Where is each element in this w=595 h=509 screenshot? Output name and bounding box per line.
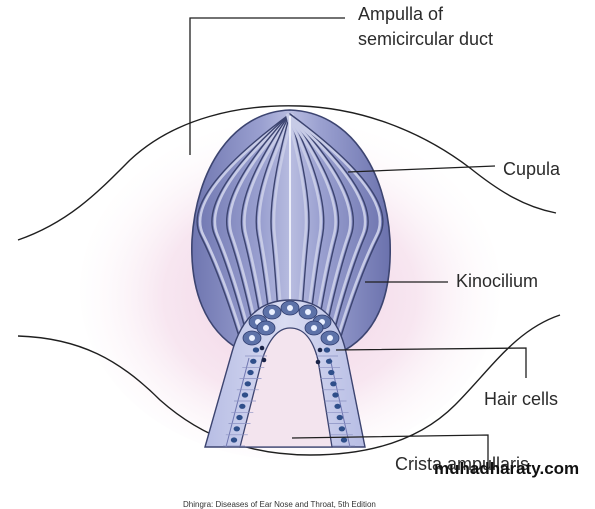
- cupula-fiber-highlight: [286, 112, 382, 346]
- cupula-fiber: [240, 113, 291, 346]
- cupula-fiber-highlight: [198, 112, 294, 346]
- supporting-cell-nucleus: [244, 381, 251, 387]
- cupula-fiber: [289, 113, 355, 346]
- supporting-cell-nucleus: [334, 403, 341, 409]
- leader-ampulla: [189, 17, 345, 155]
- hair-cell-nucleus: [249, 335, 255, 341]
- label-ampulla-line2: semicircular duct: [358, 29, 493, 49]
- supporting-cell-nucleus: [241, 392, 249, 398]
- supporting-cell-nucleus: [340, 437, 348, 443]
- supporting-cell-nucleus: [323, 347, 331, 353]
- supporting-cell-nucleus: [252, 347, 260, 353]
- ampulla-lower-wall: [17, 314, 561, 456]
- leader-hair-cells: [335, 347, 527, 378]
- supporting-cell-nucleus: [250, 358, 257, 364]
- cupula-fiber-highlight: [286, 113, 352, 346]
- cupula-fiber: [289, 113, 340, 346]
- label-ampulla-line1: Ampulla of: [358, 4, 444, 24]
- crista-inner: [239, 327, 333, 448]
- label-hair-cells: Hair cells: [484, 389, 558, 409]
- hair-cell-base-nucleus: [315, 359, 321, 365]
- cupula: [191, 109, 392, 351]
- hair-cell-nucleus: [311, 325, 317, 331]
- watermark: muhadharaty.com: [434, 459, 579, 478]
- leader-cupula: [347, 165, 496, 173]
- hair-cell-nucleus: [305, 309, 311, 315]
- hair-cell-nucleus: [269, 309, 275, 315]
- cupula-fiber: [289, 113, 369, 346]
- cupula-fiber-highlight: [285, 113, 337, 346]
- hair-cell-base-nucleus: [261, 357, 267, 363]
- cupula-fiber-highlight: [286, 113, 367, 346]
- cupula-fiber: [211, 113, 291, 346]
- label-cupula: Cupula: [503, 159, 561, 179]
- hair-cell-nucleus: [263, 325, 269, 331]
- cupula-fiber: [225, 113, 291, 346]
- supporting-cell-nucleus: [230, 437, 238, 443]
- supporting-cell-nucleus: [336, 414, 343, 421]
- hair-cell-base-nucleus: [259, 345, 265, 351]
- supporting-cell-nucleus: [332, 392, 339, 398]
- crista-inner-edge-left: [225, 357, 250, 448]
- supporting-cell-nucleus: [330, 381, 337, 387]
- supporting-cell-nucleus: [325, 358, 333, 364]
- supporting-cells: [223, 345, 355, 447]
- supporting-cell-nucleus: [233, 426, 240, 432]
- supporting-cell-nucleus: [236, 414, 243, 421]
- cupula-fiber-highlight: [243, 113, 295, 346]
- hair-cell-nucleus: [327, 335, 333, 341]
- leader-crista: [291, 434, 489, 470]
- cupula-fiber-highlight: [213, 113, 294, 346]
- cupula-fiber: [289, 113, 384, 346]
- supporting-cell-nucleus: [328, 369, 335, 376]
- crista-ampullaris: [204, 299, 366, 448]
- hair-cell-base-nucleus: [317, 347, 323, 353]
- cupula-fiber: [196, 113, 291, 346]
- cupula-fibers: [196, 112, 384, 346]
- hair-cell-nucleus: [287, 305, 293, 311]
- source-credit: Dhingra: Diseases of Ear Nose and Throat…: [183, 500, 376, 509]
- supporting-cell-nucleus: [247, 369, 254, 376]
- supporting-cell-nucleus: [239, 403, 246, 409]
- hair-cell-cluster: [242, 300, 340, 346]
- label-kinocilium: Kinocilium: [456, 271, 538, 291]
- label-crista: Crista ampullaris: [395, 454, 529, 474]
- cupula-fiber-highlight: [228, 113, 294, 346]
- ampulla-upper-wall: [17, 105, 557, 241]
- supporting-cell-nucleus: [338, 426, 346, 432]
